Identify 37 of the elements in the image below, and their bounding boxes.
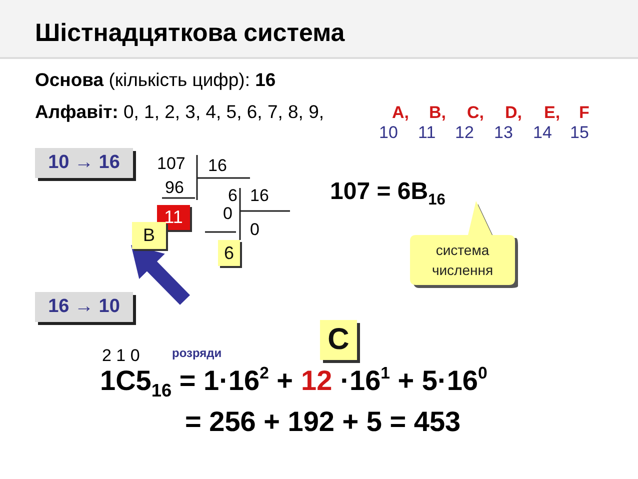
- callout-text: система числення: [430, 240, 494, 280]
- decimal-value: 14: [533, 124, 552, 141]
- decimal-value: 10: [379, 124, 398, 141]
- arrow: [131, 245, 190, 305]
- decimal-value: 12: [455, 124, 474, 141]
- product: 0: [223, 205, 232, 222]
- hex-digit: D,: [505, 104, 522, 121]
- product: 96: [165, 179, 184, 196]
- quotient: 0: [250, 221, 260, 238]
- hex-digit: B,: [429, 104, 446, 121]
- remainder-box: 11: [157, 205, 190, 230]
- decimal-value: 11: [418, 124, 436, 141]
- decimal-value: 15: [570, 124, 589, 141]
- digit-value: 12: [301, 364, 332, 398]
- hex-digit: A,: [392, 104, 409, 121]
- sum-result: = 256 + 192 + 5 = 453: [185, 408, 461, 436]
- divisor: 16: [208, 157, 227, 174]
- base-line: Основа (кількість цифр): 16: [35, 71, 276, 90]
- divisor: 16: [250, 187, 269, 204]
- decimal-value: 13: [494, 124, 513, 141]
- title: Шістнадцяткова система: [35, 21, 345, 46]
- alphabet-line: Алфавіт: 0, 1, 2, 3, 4, 5, 6, 7, 8, 9,: [35, 103, 324, 122]
- quotient: 6: [228, 187, 238, 204]
- highlight-box: 6: [218, 240, 240, 266]
- highlight-box: B: [132, 222, 166, 249]
- positions-label: розряди: [172, 347, 222, 359]
- dividend: 107: [157, 155, 186, 172]
- hex-digit: E,: [544, 104, 560, 121]
- conversion-tab: 16 → 10: [35, 292, 133, 322]
- hex-digit: F: [579, 104, 590, 121]
- hex-digit: C,: [467, 104, 484, 121]
- expansion-formula: 1C5$_{16}$ = 1·16$^{2}$ +: [100, 364, 294, 402]
- highlight-box: C: [320, 320, 357, 360]
- digit-positions: 2 1 0: [102, 347, 140, 364]
- expansion-formula: ·16$^{1}$ + 5·16$^{0}$: [340, 364, 488, 398]
- conversion-tab: 10 → 16: [35, 148, 133, 178]
- result-equation: 107 = 6B$_{16}$: [330, 180, 446, 208]
